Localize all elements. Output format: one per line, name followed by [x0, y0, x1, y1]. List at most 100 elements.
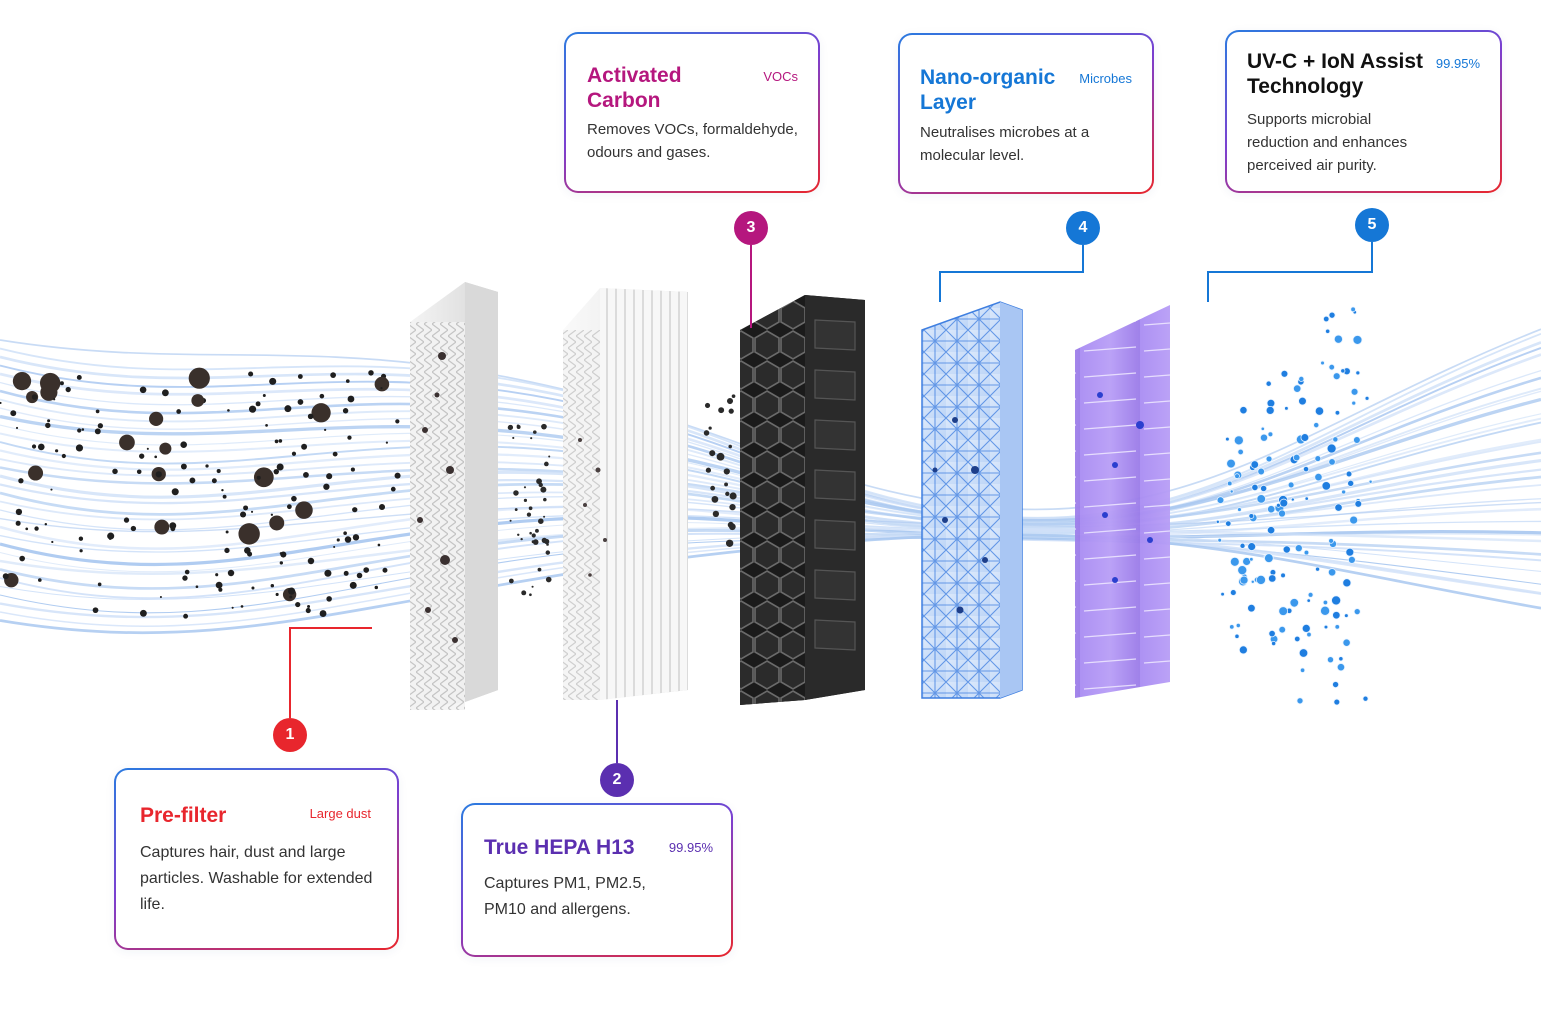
dust-particle — [725, 539, 734, 547]
ion-droplet — [1326, 656, 1334, 664]
dust-particle — [342, 408, 349, 414]
dust-particle — [509, 519, 512, 522]
dust-particle — [533, 430, 537, 434]
ion-droplet — [1267, 505, 1276, 514]
ion-droplet — [1302, 466, 1310, 473]
dust-particle — [297, 399, 304, 405]
ion-droplet — [1260, 426, 1265, 431]
ion-droplet — [1242, 557, 1252, 566]
dust-particle — [182, 575, 188, 581]
ion-droplet — [1280, 572, 1286, 579]
dust-particle — [729, 492, 737, 500]
dust-particle — [530, 437, 533, 440]
step-badge-1: 1 — [273, 718, 307, 752]
dust-particle — [544, 461, 549, 467]
ion-droplet — [1233, 435, 1244, 446]
ion-droplet — [1215, 519, 1220, 524]
dust-particle — [531, 585, 534, 588]
dust-particle — [276, 463, 284, 471]
ion-droplet — [1320, 360, 1325, 366]
dust-particle — [45, 422, 51, 429]
ion-droplet — [1341, 489, 1347, 495]
dust-particle — [243, 505, 249, 511]
ion-droplet — [1260, 484, 1268, 492]
dust-particle — [523, 498, 528, 502]
dust-particle — [161, 389, 169, 397]
ion-droplet — [1289, 598, 1299, 608]
dust-particle — [171, 488, 179, 496]
dust-particle — [378, 503, 386, 510]
ion-droplet — [1328, 458, 1336, 466]
ion-droplet — [1349, 515, 1359, 525]
dust-particle — [725, 491, 730, 497]
ion-droplet — [1237, 448, 1244, 456]
ion-droplet — [1278, 625, 1286, 634]
dust-particle — [262, 394, 266, 398]
dust-particle — [10, 410, 17, 417]
dust-particle — [718, 407, 725, 414]
dust-particle — [240, 511, 247, 518]
dust-particle — [724, 482, 729, 487]
ion-droplet — [1255, 574, 1266, 585]
nano-organic-card: Nano-organic Layer Microbes Neutralises … — [898, 33, 1154, 194]
dust-particle — [301, 443, 308, 450]
dust-particle — [523, 486, 527, 489]
dust-particle — [347, 395, 355, 403]
dust-particle — [352, 534, 360, 541]
dust-particle — [532, 539, 539, 545]
ion-droplet — [1266, 526, 1276, 535]
dust-particle — [326, 473, 333, 480]
ion-droplet — [1333, 334, 1343, 344]
dust-particle — [368, 370, 374, 376]
ion-droplet — [1220, 591, 1225, 597]
dust-particle — [390, 486, 396, 492]
ion-droplet — [1320, 605, 1331, 616]
ion-particles — [1215, 306, 1373, 706]
dust-particle — [319, 610, 327, 617]
dust-particle — [278, 439, 283, 443]
dust-particle — [274, 439, 279, 444]
dust-particle — [291, 495, 297, 502]
ion-droplet — [1259, 433, 1269, 442]
ion-droplet — [1353, 608, 1361, 616]
ion-droplet — [1314, 455, 1322, 462]
dust-particle — [286, 504, 292, 510]
ion-droplet — [1229, 589, 1237, 596]
dust-particle — [319, 393, 325, 399]
dust-particle — [154, 455, 158, 459]
dust-particle — [508, 578, 514, 584]
dust-particle — [531, 533, 536, 538]
ion-droplet — [1229, 556, 1240, 567]
dust-particle — [546, 543, 549, 546]
ion-droplet — [1268, 629, 1276, 638]
dust-particle — [324, 569, 332, 577]
ion-droplet — [1322, 599, 1329, 606]
dust-particle — [130, 525, 137, 532]
ion-droplet — [1347, 555, 1356, 564]
ion-droplet — [1334, 410, 1341, 416]
dust-particle — [517, 533, 520, 536]
dust-particle — [311, 403, 331, 423]
dust-particle — [270, 513, 274, 516]
ion-droplet — [1239, 406, 1248, 415]
dust-particle — [708, 426, 712, 430]
connector-1 — [289, 627, 372, 718]
ion-droplet — [1350, 306, 1356, 313]
card-tag: VOCs — [763, 69, 798, 84]
ion-droplet — [1303, 549, 1310, 556]
ion-droplet — [1265, 405, 1275, 415]
ion-droplet — [1237, 565, 1248, 576]
ion-droplet — [1256, 494, 1266, 504]
dust-particle — [297, 374, 303, 379]
dust-particle — [307, 604, 311, 608]
dust-particle — [37, 443, 45, 451]
ion-droplet — [1307, 591, 1314, 598]
dust-particle — [363, 567, 370, 573]
dust-particle — [343, 531, 347, 536]
dust-particle — [326, 596, 332, 602]
dust-particle — [92, 607, 99, 614]
dust-particle — [508, 424, 514, 430]
ion-droplet — [1304, 496, 1309, 501]
dust-particle — [395, 419, 400, 424]
